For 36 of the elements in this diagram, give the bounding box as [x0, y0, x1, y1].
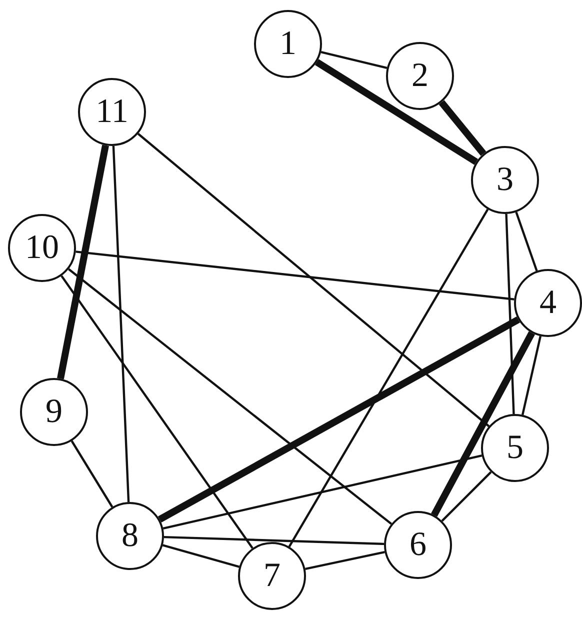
- node-number: 4: [540, 286, 556, 320]
- node-circle: [471, 146, 539, 214]
- thick-edge: [314, 59, 478, 165]
- edge-line: [76, 250, 514, 300]
- node-number: 11: [96, 95, 128, 129]
- node-number: 3: [496, 163, 514, 197]
- node-number: 6: [410, 528, 426, 562]
- edge-line: [68, 268, 392, 525]
- edge-line: [112, 146, 130, 502]
- edge-line: [505, 214, 515, 414]
- edge-line: [288, 208, 489, 548]
- node-circle: [384, 511, 452, 579]
- node-circle: [481, 414, 549, 482]
- node-number: 9: [46, 395, 62, 429]
- thick-edge: [158, 316, 520, 522]
- thick-edge: [57, 144, 109, 380]
- node-number: 7: [264, 559, 280, 593]
- thick-edge: [431, 331, 535, 517]
- edge-line: [70, 440, 114, 508]
- node-circle: [514, 269, 582, 337]
- node-number: 2: [412, 59, 428, 93]
- edge-line: [162, 544, 240, 568]
- edge-line: [60, 275, 254, 549]
- edge-line: [320, 50, 388, 70]
- edge-line: [521, 336, 542, 416]
- edge-line: [305, 550, 385, 570]
- edge-line: [162, 454, 482, 530]
- edge-line: [164, 536, 384, 546]
- edge-line: [515, 212, 538, 272]
- edge-line: [137, 132, 490, 428]
- node-number: 5: [506, 431, 524, 465]
- node-number: 8: [122, 519, 138, 553]
- node-number: 10: [25, 231, 59, 265]
- edge-line: [441, 471, 492, 522]
- thick-edge: [438, 100, 486, 156]
- node-number: 1: [280, 27, 296, 61]
